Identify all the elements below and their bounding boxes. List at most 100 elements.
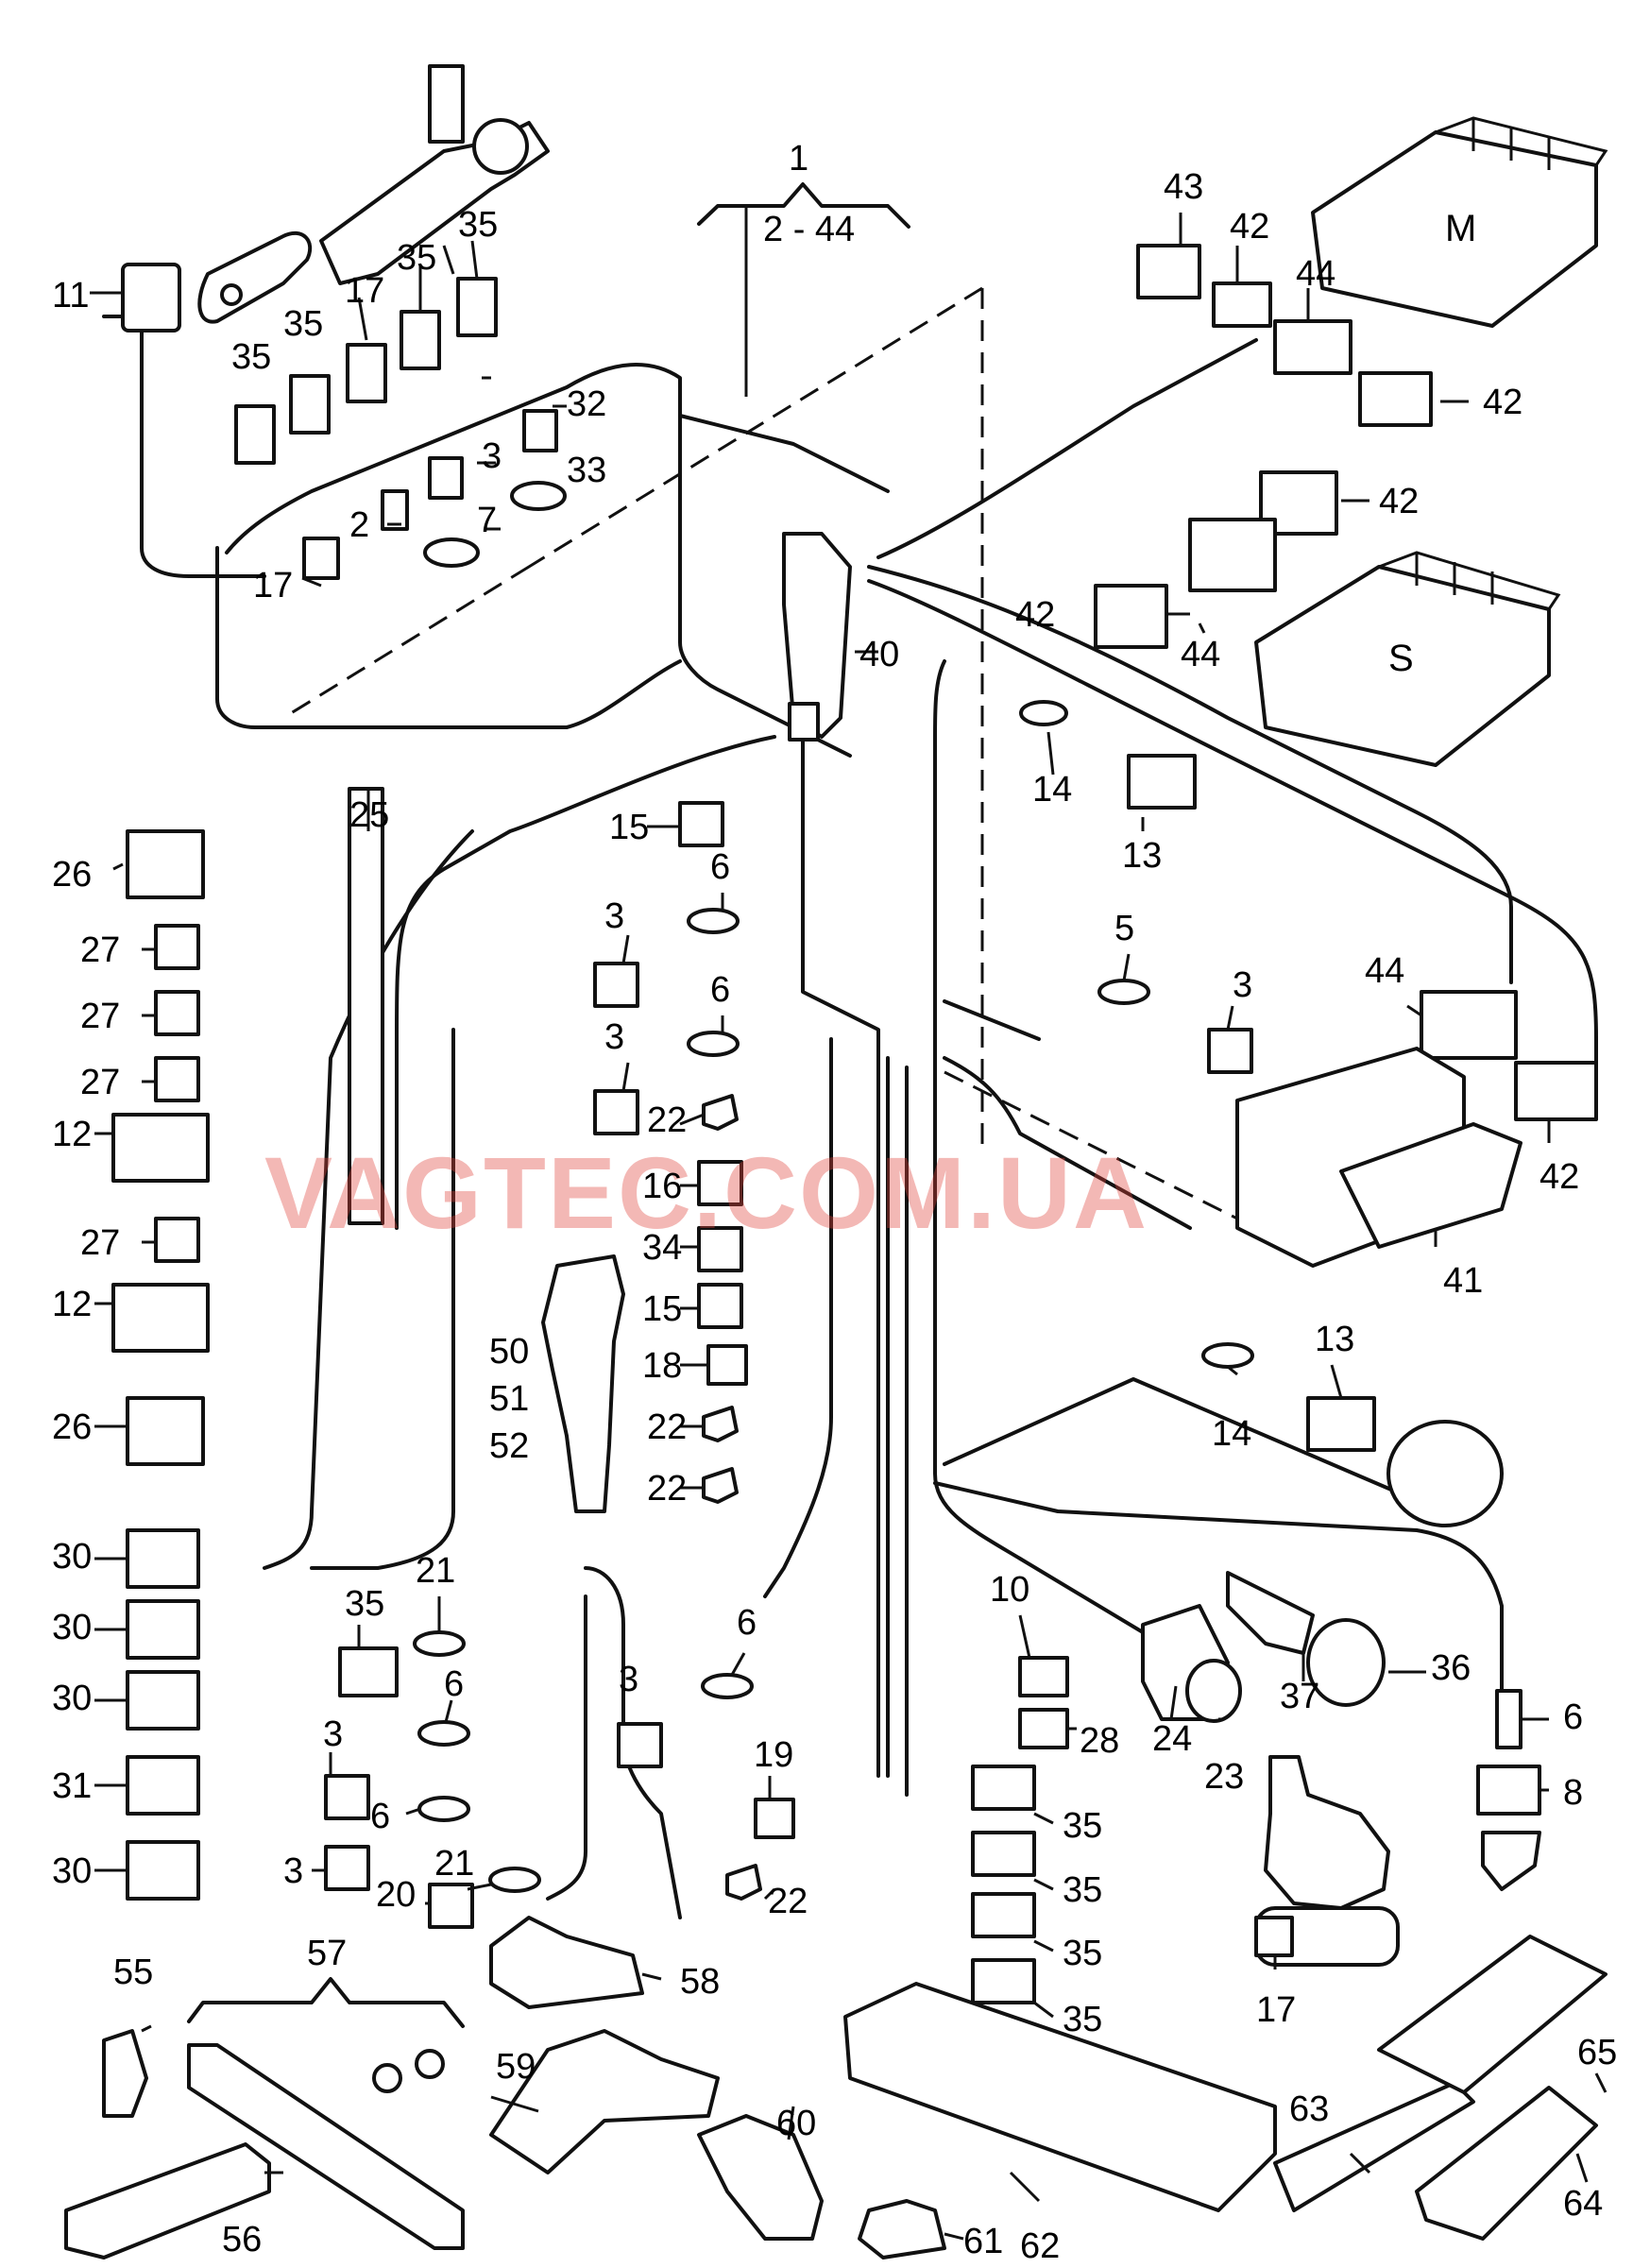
callout-26-b: 26 [52,1407,92,1447]
callout-27-a: 27 [80,930,120,970]
connector-13-a [1127,754,1197,810]
connector-35-h [971,1892,1036,1938]
callout-42-c: 42 [1379,482,1419,521]
bracket-56 [64,2142,271,2259]
clip-60 [697,2114,824,2241]
callout-52: 52 [489,1426,529,1466]
callout-30-c: 30 [52,1679,92,1718]
bracket-59 [489,2029,720,2174]
callout-18: 18 [642,1346,682,1386]
grommet-14-a [1019,700,1068,726]
connector-15-b [697,1283,743,1329]
callout-30-b: 30 [52,1608,92,1647]
callout-42-d: 42 [1015,595,1055,635]
callout-57-bracket [187,1977,465,2028]
connector-2 [381,489,409,531]
callout-44-b: 44 [1181,635,1220,674]
connector-32 [522,409,558,452]
callout-15-a: 15 [609,808,649,847]
grommet-5 [1097,979,1150,1005]
callout-35-d: 35 [458,205,498,245]
connector-36 [1306,1618,1386,1707]
boot-40-plug [788,702,820,742]
callout-50: 50 [489,1332,529,1372]
boot-40 [782,532,852,739]
connector-30-a [126,1528,200,1589]
sensor-6-f [1495,1689,1522,1749]
callout-11: 11 [52,276,89,315]
callout-19: 19 [754,1735,793,1775]
callout-15-b: 15 [642,1289,682,1329]
connector-31 [126,1755,200,1816]
connector-44-c [1420,990,1518,1060]
connector-26-b [126,1396,205,1466]
connector-42-d [1094,584,1168,649]
plate-65 [1377,1935,1607,2094]
bracket-61 [858,2199,946,2259]
callout-28: 28 [1080,1721,1119,1761]
callout-56: 56 [222,2220,262,2259]
connector-3-g [617,1722,663,1768]
callout-6-f: 6 [1563,1697,1583,1737]
callout-3-g: 3 [619,1660,638,1699]
connector-3-e [324,1774,370,1820]
callout-42-b: 42 [1483,383,1522,422]
callout-62: 62 [1020,2226,1060,2266]
callout-37: 37 [1280,1677,1319,1716]
connector-35-a [234,404,276,465]
callout-6-a: 6 [710,847,730,887]
callout-30-a: 30 [52,1537,92,1577]
connector-30-d [126,1840,200,1901]
connector-42-a [1212,281,1272,328]
callout-2: 2 [349,505,369,545]
callout-1-bracket [697,182,910,229]
grommet-14-b [1201,1342,1254,1369]
connector-20 [428,1883,474,1929]
grommet-6-e [701,1673,754,1699]
callout-60: 60 [776,2104,816,2143]
connector-27-a [154,924,200,970]
connector-42-e [1514,1061,1598,1121]
callout-20: 20 [376,1875,416,1915]
callout-21-a: 21 [416,1551,455,1591]
connector-35-f [971,1765,1036,1811]
control-unit-m: M [1311,116,1608,328]
control-unit-s: S [1254,551,1561,767]
bracket-64 [1415,2086,1598,2241]
callout-42-e: 42 [1539,1157,1579,1197]
connector-44-a [1273,319,1352,375]
callout-57: 57 [307,1934,347,1973]
callout-35-a: 35 [231,337,271,377]
bottom-hardware [64,1916,1607,2259]
grommet-6-b [687,1031,740,1057]
callout-64: 64 [1563,2184,1603,2224]
callout-35-e: 35 [345,1584,384,1624]
callout-30-d: 30 [52,1851,92,1891]
module-m-label: M [1445,208,1476,249]
connector-3-f [324,1845,370,1891]
sensor-50-51-52 [541,1254,625,1513]
callout-17-c: 17 [1256,1990,1296,2030]
callout-65: 65 [1577,2033,1617,2072]
connector-22-c [702,1467,739,1504]
callout-14-a: 14 [1032,770,1072,810]
connector-13-b [1306,1396,1376,1452]
connector-34 [697,1226,743,1272]
callout-24: 24 [1152,1719,1192,1759]
callout-3-c: 3 [604,1017,624,1057]
callout-13-b: 13 [1315,1320,1354,1359]
callout-40: 40 [859,635,899,674]
callout-27-b: 27 [80,997,120,1036]
connector-43 [1136,244,1201,299]
grommet-6-d [417,1796,470,1822]
connector-18 [706,1344,748,1386]
bolt-57-b [415,2049,445,2079]
callout-22-b: 22 [647,1407,687,1447]
callout-61: 61 [963,2222,1003,2261]
connector-42-b [1358,371,1433,427]
connector-3-d [1207,1028,1253,1074]
callout-22-a: 22 [647,1100,687,1140]
callout-7: 7 [477,501,497,540]
connector-35-b [289,374,331,435]
callout-3-a: 3 [482,436,502,476]
